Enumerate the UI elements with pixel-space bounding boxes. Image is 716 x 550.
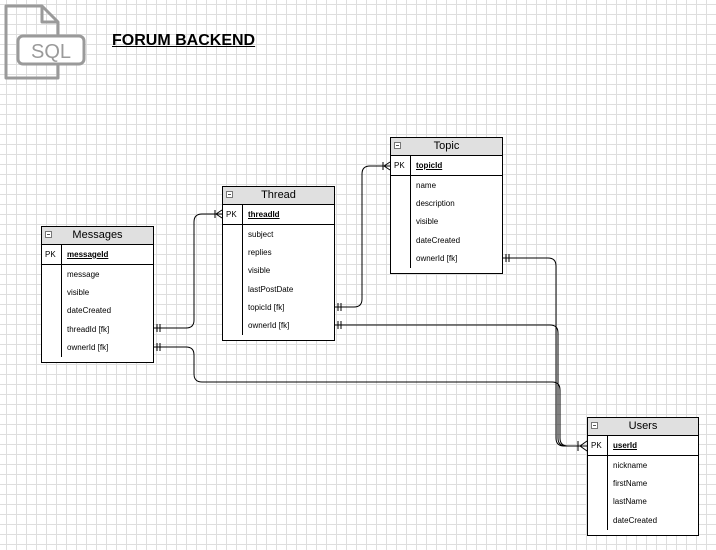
collapse-icon[interactable] [591, 422, 598, 429]
field-thread-topicid: topicId [fk] [248, 302, 285, 312]
field-topic-datecreated: dateCreated [416, 235, 461, 245]
entity-thread-pk: threadId [248, 210, 280, 219]
entity-messages-header[interactable]: Messages [42, 227, 153, 245]
relation-thread-topic [334, 165, 390, 308]
pk-label: PK [223, 205, 243, 224]
entity-users-name: Users [628, 420, 658, 432]
field-messages-datecreated: dateCreated [67, 306, 112, 316]
field-topic-name: name [416, 181, 437, 190]
field-topic-description: description [416, 199, 455, 209]
entity-users-header[interactable]: Users [588, 418, 698, 436]
field-users-datecreated: dateCreated [613, 515, 658, 525]
field-thread-lastpostdate: lastPostDate [248, 284, 294, 294]
pk-label: PK [588, 436, 608, 455]
entity-thread-header[interactable]: Thread [223, 187, 334, 205]
field-thread-subject: subject [248, 230, 274, 239]
entity-topic-header[interactable]: Topic [391, 138, 502, 156]
field-thread-replies: replies [248, 248, 272, 258]
field-topic-visible: visible [416, 217, 439, 227]
collapse-icon[interactable] [45, 231, 52, 238]
entity-thread-pk-row: PK threadId [223, 205, 334, 225]
field-thread-visible: visible [248, 266, 271, 276]
sql-file-icon: SQL [4, 4, 86, 80]
entity-topic-pk: topicId [416, 161, 443, 170]
relation-thread-users [334, 324, 587, 447]
entity-users-pk-row: PK userId [588, 436, 698, 456]
field-topic-ownerid: ownerId [fk] [416, 253, 458, 263]
pk-label: PK [42, 245, 62, 264]
field-users-firstname: firstName [613, 479, 648, 489]
entity-topic[interactable]: Topic PK topicId name description visibl… [390, 137, 503, 274]
relation-topic-users [502, 257, 587, 447]
field-messages-message: message [67, 270, 100, 279]
entity-messages-pk-row: PK messageId [42, 245, 153, 265]
field-users-nickname: nickname [613, 461, 648, 470]
entity-users-pk: userId [613, 441, 638, 450]
field-users-lastname: lastName [613, 497, 647, 507]
entity-users[interactable]: Users PK userId nickname firstName lastN… [587, 417, 699, 536]
field-messages-threadid: threadId [fk] [67, 324, 110, 334]
relation-messages-thread [153, 213, 222, 329]
field-messages-visible: visible [67, 288, 90, 298]
collapse-icon[interactable] [226, 191, 233, 198]
relation-messages-users [153, 346, 587, 447]
entity-messages-pk: messageId [67, 250, 109, 259]
collapse-icon[interactable] [394, 142, 401, 149]
entity-thread-name: Thread [261, 189, 296, 201]
field-thread-ownerid: ownerId [fk] [248, 320, 290, 330]
entity-messages[interactable]: Messages PK messageId message visible da… [41, 226, 154, 363]
field-messages-ownerid: ownerId [fk] [67, 342, 109, 352]
diagram-title: FORUM BACKEND [112, 32, 256, 49]
sql-icon-label: SQL [31, 41, 71, 63]
entity-messages-name: Messages [72, 229, 123, 241]
entity-topic-name: Topic [433, 140, 460, 152]
entity-topic-pk-row: PK topicId [391, 156, 502, 176]
pk-label: PK [391, 156, 411, 175]
entity-thread[interactable]: Thread PK threadId subject replies visib… [222, 186, 335, 341]
